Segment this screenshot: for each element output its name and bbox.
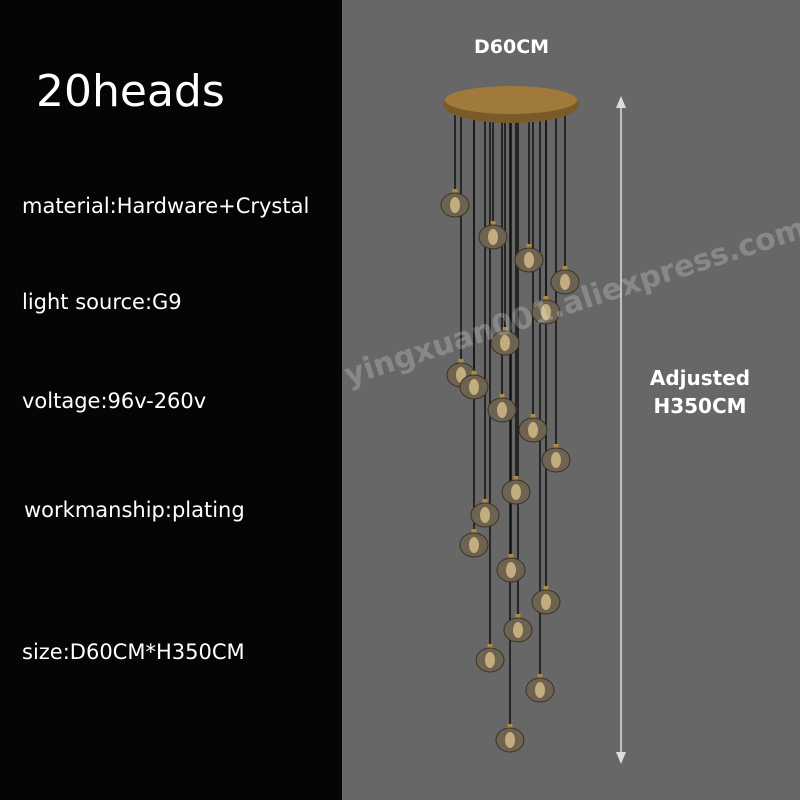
crystal-pendant — [550, 266, 580, 295]
crystal-pendant — [531, 296, 561, 325]
crystal-pendant — [541, 444, 571, 473]
height-label-line1: Adjusted — [649, 366, 751, 390]
product-image-panel — [342, 0, 800, 800]
crystal-pendant — [490, 327, 520, 356]
spec-light-source: light source:G9 — [22, 290, 182, 314]
crystal-pendant — [470, 499, 500, 528]
spec-panel — [0, 0, 342, 800]
crystal-pendant — [496, 554, 526, 583]
crystal-pendant — [503, 614, 533, 643]
height-label-line2: H350CM — [653, 394, 747, 418]
crystal-pendant — [487, 394, 517, 423]
crystal-pendant — [531, 586, 561, 615]
crystal-pendant — [525, 674, 555, 703]
arrow-up-icon — [616, 96, 626, 108]
height-label: Adjusted H350CM — [640, 364, 760, 420]
crystal-pendant — [459, 529, 489, 558]
arrow-down-icon — [616, 752, 626, 764]
spec-size: size:D60CM*H350CM — [22, 640, 245, 664]
crystal-pendant — [501, 476, 531, 505]
heads-count-title: 20heads — [36, 66, 225, 117]
spec-material: material:Hardware+Crystal — [22, 194, 310, 218]
ceiling-canopy-top — [445, 86, 577, 114]
crystal-pendant — [518, 414, 548, 443]
diameter-label: D60CM — [474, 36, 550, 58]
spec-voltage: voltage:96v-260v — [22, 389, 207, 413]
crystal-pendant — [440, 189, 470, 218]
crystal-pendant — [475, 644, 505, 673]
spec-workmanship: workmanship:plating — [24, 498, 245, 522]
crystal-pendant — [495, 724, 525, 753]
crystal-pendant — [514, 244, 544, 273]
crystal-pendant — [459, 371, 489, 400]
crystal-pendant — [478, 221, 508, 250]
